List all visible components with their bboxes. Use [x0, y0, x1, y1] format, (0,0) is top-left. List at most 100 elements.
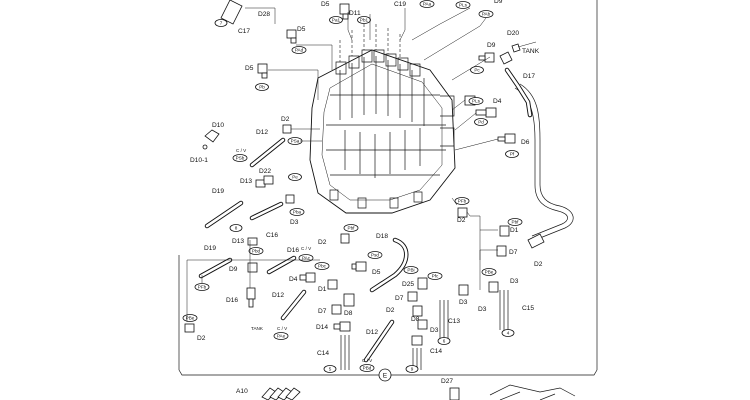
svg-text:Pbf: Pbf [348, 226, 356, 231]
label-d10: D10 [212, 122, 224, 129]
fitting-d25 [417, 277, 428, 290]
fitting-d14 [333, 321, 351, 332]
svg-text:6: 6 [443, 339, 446, 344]
fitting-d1-center [327, 279, 338, 290]
port-tag-pd: Pd [474, 118, 488, 126]
svg-text:Pb1: Pb1 [360, 18, 369, 23]
label-d7-right: D7 [509, 249, 518, 256]
reference-circle-9: 9 [405, 365, 419, 373]
port-tag-pab: PAb [478, 10, 494, 18]
svg-text:Pbc: Pbc [318, 264, 327, 269]
port-tag-pls: PLs [455, 1, 471, 9]
label-d16: D16 [226, 297, 238, 304]
label-d2-lower-center: D2 [386, 307, 395, 314]
fitting-d13-lower [247, 237, 258, 246]
label-d20: D20 [507, 30, 519, 37]
leader-lines-top [268, 7, 487, 100]
label-cv-center: C / V [362, 358, 373, 363]
label-d5-lower: D5 [245, 65, 254, 72]
label-d12-lower: D12 [272, 292, 284, 299]
svg-text:PBe: PBe [485, 270, 494, 275]
fitting-d9-lower [247, 262, 258, 273]
svg-text:PLs: PLs [459, 3, 468, 8]
tube-d19-lower [198, 257, 233, 279]
svg-text:Pc: Pc [474, 68, 480, 73]
label-d8-lower: D8 [411, 316, 420, 323]
hose-d12-center [363, 319, 395, 363]
port-tag-pfc: Pfc [427, 272, 443, 280]
svg-text:PAa: PAa [423, 2, 432, 7]
elbow-fitting-d11 [339, 3, 350, 20]
port-tag-pa1: Pa1 [329, 16, 343, 24]
svg-text:PSb: PSb [236, 156, 245, 161]
label-d14: D14 [316, 324, 328, 331]
fitting-d16 [246, 287, 256, 308]
svg-text:PLs: PLs [472, 99, 481, 104]
valve-partial-bottom-right [489, 384, 576, 400]
port-tag-psa: PSa [287, 137, 303, 145]
fitting-d14-right [411, 335, 423, 346]
label-d19: D19 [212, 188, 224, 195]
leader-tank [517, 41, 537, 48]
hose-d18 [369, 237, 409, 293]
plug-d10 [202, 129, 220, 150]
port-tag-pac: PAc [298, 254, 314, 262]
fitting-d3-right [488, 281, 499, 293]
label-d2-right: D2 [457, 217, 466, 224]
tube-d19 [204, 200, 244, 229]
leader-d28 [245, 7, 276, 24]
label-d13-lower: D13 [232, 238, 244, 245]
label-d1-right: D1 [510, 227, 519, 234]
reference-circle-6: 6 [437, 337, 451, 345]
port-tag-paa: PAa [419, 0, 435, 8]
label-d16-upper: D16 [287, 247, 299, 254]
port-tag-pfb: PFb [194, 283, 210, 291]
fitting-d3-lower-right [458, 284, 469, 296]
label-d11: D11 [349, 10, 361, 17]
fitting-d7-lower [407, 291, 418, 302]
port-tag-pbf-right: Pbf [507, 218, 523, 226]
label-d7-lower: D7 [395, 295, 404, 302]
svg-text:Pd: Pd [478, 120, 484, 125]
fitting-d5-center [351, 261, 367, 272]
label-d5-upper: D5 [297, 26, 306, 33]
leader-lines-right-lower [451, 197, 498, 290]
fitting-d5-lower [257, 63, 268, 79]
label-cv-left: C / V [236, 148, 247, 153]
svg-text:PFb: PFb [198, 285, 207, 290]
label-d12: D12 [256, 129, 268, 136]
leader-lines-left-upper [291, 128, 322, 142]
label-d2-upper-left: D2 [281, 116, 290, 123]
port-tag-pbc-right: PBe [481, 268, 497, 276]
port-tag-pc: Pc [470, 66, 484, 74]
port-tag-pb: Pb [255, 83, 269, 91]
svg-text:Psd: Psd [371, 253, 379, 258]
tank-return-pipe [504, 67, 574, 241]
label-tank-top: TANK [522, 48, 540, 55]
label-tank-bottom: TANK [251, 326, 264, 331]
fitting-d7-right [496, 245, 507, 257]
label-d19-lower: D19 [204, 245, 216, 252]
fitting-d2-center [340, 233, 350, 244]
svg-text:Pfc: Pfc [432, 274, 439, 279]
fitting-d1-right [499, 225, 510, 237]
label-c13: C13 [448, 318, 460, 325]
fitting-d27 [449, 387, 460, 400]
hose-d12-lower [280, 289, 307, 321]
svg-text:PAc: PAc [302, 256, 311, 261]
svg-text:8: 8 [235, 226, 238, 231]
svg-text:PBi: PBi [407, 268, 414, 273]
label-d12-center: D12 [366, 329, 378, 336]
label-c17: C17 [238, 28, 250, 35]
reference-circle-8: 8 [229, 224, 243, 232]
label-d6: D6 [521, 139, 530, 146]
label-d9-lower: D9 [229, 266, 238, 273]
fitting-d6 [497, 133, 516, 144]
port-tag-pba: Pba [289, 208, 305, 216]
label-d25: D25 [402, 281, 414, 288]
label-d7-center: D7 [318, 308, 327, 315]
reference-circle-5: 5 [323, 365, 337, 373]
fitting-d8-center [343, 293, 355, 307]
